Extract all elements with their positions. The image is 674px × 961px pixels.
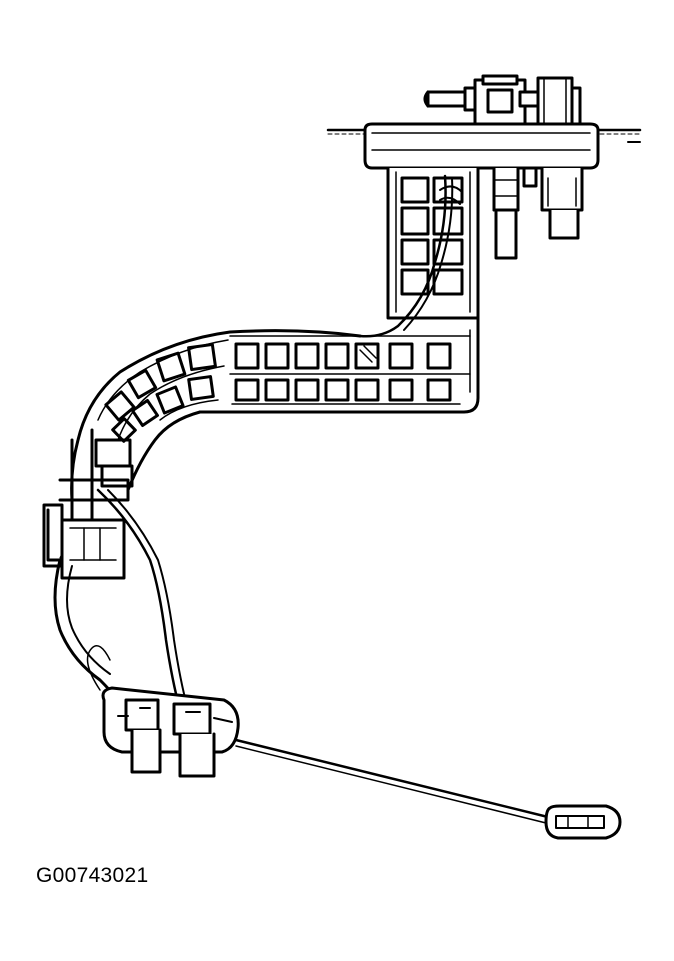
wiring-harness-upper — [358, 174, 454, 338]
float — [544, 804, 622, 840]
horizontal-bracket — [198, 316, 480, 414]
fuel-pipe-fittings — [423, 74, 582, 126]
pump-module — [42, 428, 189, 712]
float-arm — [234, 738, 554, 825]
curved-bracket — [70, 329, 362, 502]
vertical-bracket — [386, 166, 480, 320]
tank-surface-line — [326, 128, 642, 143]
wiring-harness-lower — [53, 558, 120, 702]
figure-code-label: G00743021 — [36, 864, 149, 887]
level-sender-unit — [101, 686, 240, 778]
mounting-flange — [363, 122, 600, 170]
lower-fittings — [492, 166, 584, 260]
